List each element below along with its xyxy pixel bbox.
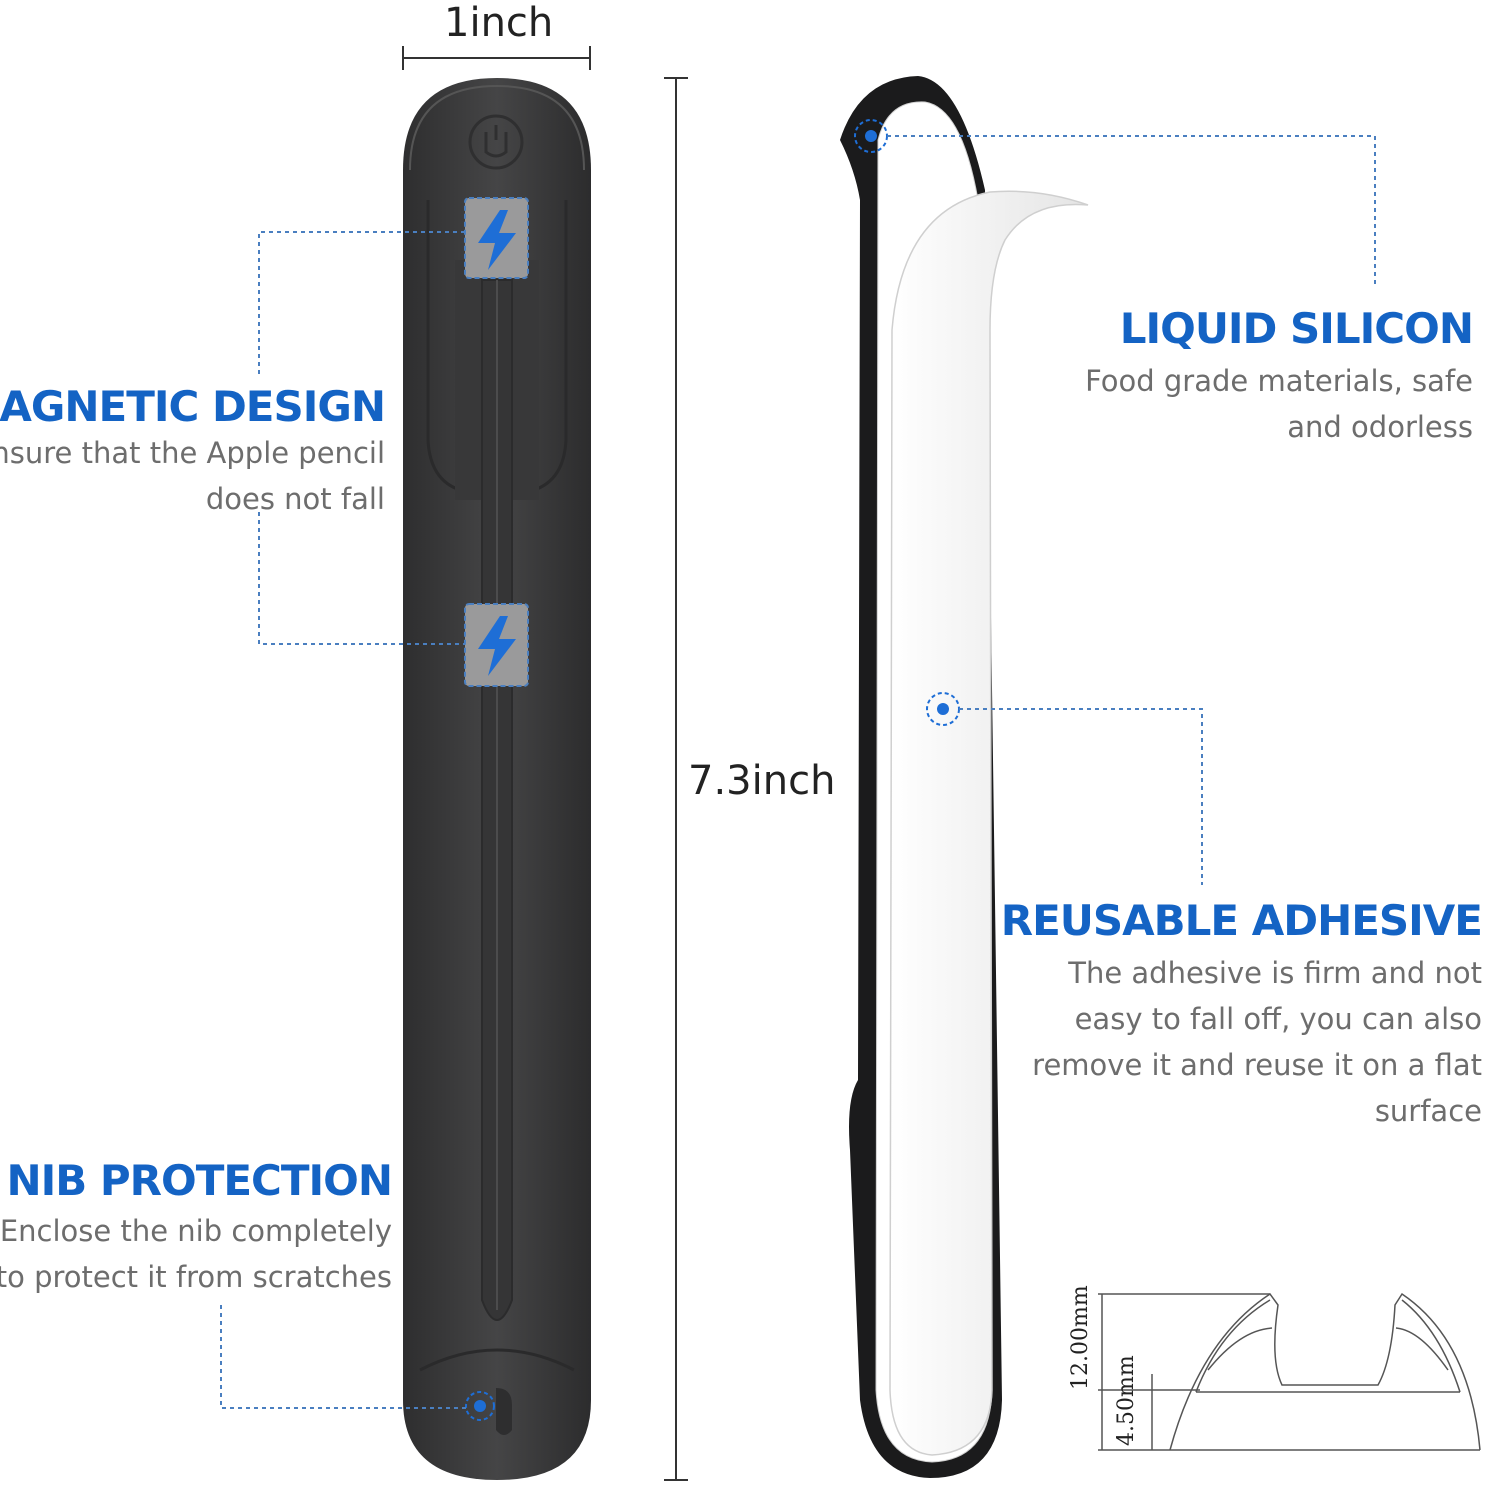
nib-protection-title: NIB PROTECTION [6, 1156, 393, 1205]
adhesive-desc-line: easy to fall off, you can also [1074, 1002, 1482, 1036]
liquid-silicon-title: LIQUID SILICON [1119, 304, 1474, 353]
magnetic-design-title: MAGNETIC DESIGN [0, 382, 386, 431]
magnet-logo-icon [468, 114, 524, 170]
adhesive-leader-line [959, 708, 1203, 885]
lightning-icon [464, 197, 529, 279]
height-dimension-bracket [664, 77, 688, 1481]
magnetic-desc-line: Ensure that the Apple pencil [0, 436, 385, 470]
width-dimension-bracket [402, 46, 591, 70]
height-dimension-label: 7.3inch [688, 758, 836, 804]
reusable-adhesive-description: The adhesive is firm and not easy to fal… [1032, 950, 1482, 1134]
holder-front-view [403, 78, 591, 1480]
holder-side-view [840, 76, 1089, 1478]
adhesive-desc-line: remove it and reuse it on a flat [1032, 1048, 1482, 1082]
width-dimension-label: 1inch [444, 0, 554, 46]
lightning-icon [464, 603, 529, 687]
nib-leader-line [220, 1305, 466, 1409]
adhesive-desc-line: surface [1374, 1094, 1482, 1128]
magnetic-design-description: Ensure that the Apple pencil does not fa… [0, 430, 385, 522]
nib-desc-line: Enclose the nib completely [0, 1214, 392, 1248]
target-dot-icon [465, 1391, 495, 1421]
silicon-desc-line: and odorless [1287, 410, 1473, 444]
cross-section-base-height-label: 4.50mm [1114, 1355, 1139, 1446]
magnetic-desc-line: does not fall [205, 482, 385, 516]
adhesive-desc-line: The adhesive is firm and not [1068, 956, 1482, 990]
cross-section-diagram [1098, 1292, 1481, 1451]
reusable-adhesive-title: REUSABLE ADHESIVE [1000, 896, 1483, 945]
silicon-desc-line: Food grade materials, safe [1085, 364, 1473, 398]
silicon-leader-line [887, 135, 1376, 285]
magnetic-leader-lines [258, 231, 465, 645]
cross-section-total-height-label: 12.00mm [1068, 1285, 1093, 1390]
nib-protection-description: Enclose the nib completely to protect it… [0, 1208, 392, 1300]
liquid-silicon-description: Food grade materials, safe and odorless [1085, 358, 1473, 450]
nib-desc-line: to protect it from scratches [0, 1260, 392, 1294]
